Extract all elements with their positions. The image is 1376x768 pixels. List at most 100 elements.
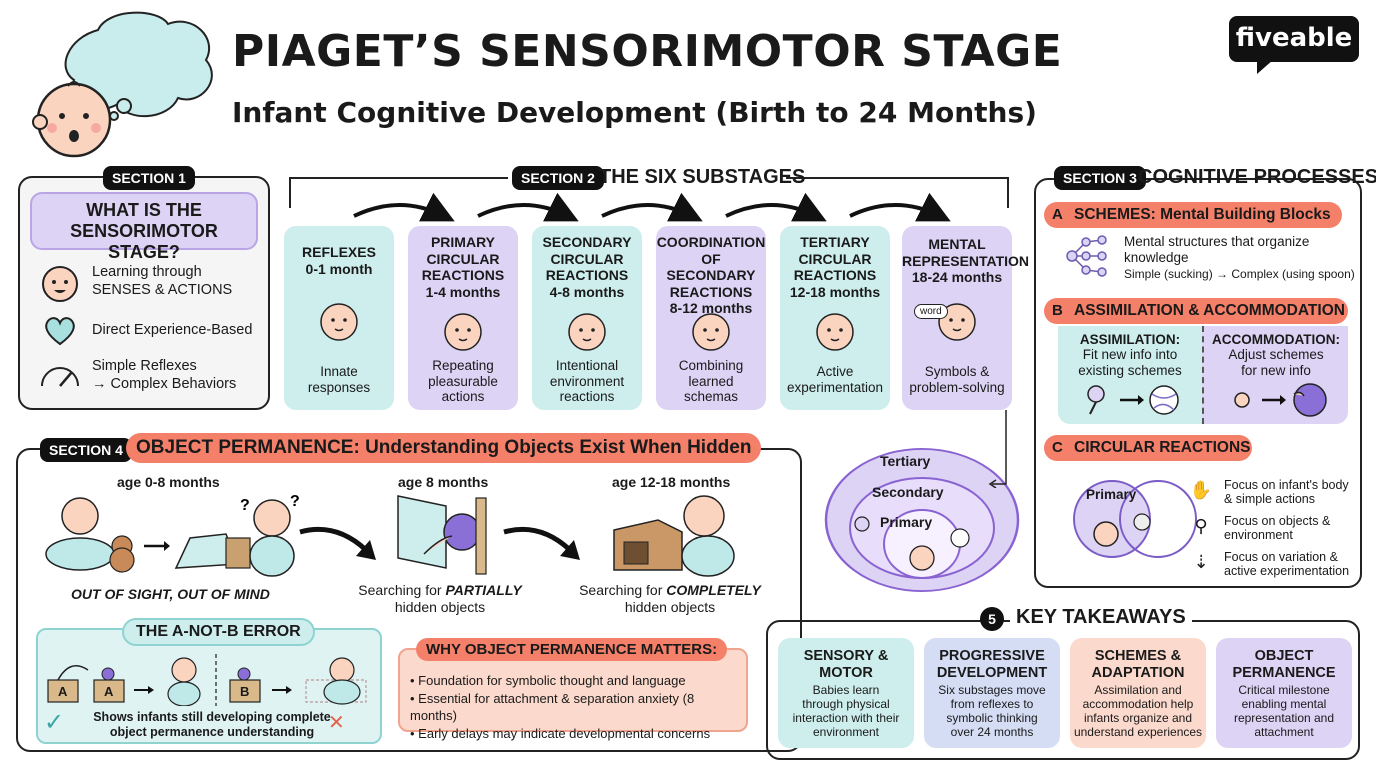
rattle-icon xyxy=(568,313,606,351)
substage-title: PRIMARY CIRCULAR REACTIONS 1-4 months xyxy=(421,234,505,300)
section1-item-line1: Learning through xyxy=(92,264,202,280)
baby-thought-icon xyxy=(32,11,213,158)
section1-title-line2: SENSORIMOTOR STAGE? xyxy=(70,221,218,262)
anotb-box-a1: A xyxy=(58,684,68,699)
completely-caption-b: COMPLETELY xyxy=(666,582,761,598)
completely-caption: Searching for COMPLETELY hidden objects xyxy=(570,582,770,616)
takeaway-title: PROGRESSIVE DEVELOPMENT xyxy=(936,648,1048,681)
stick-tool-icon xyxy=(692,313,730,351)
why-bullets: Foundation for symbolic thought and lang… xyxy=(410,672,744,742)
assim-letter: B xyxy=(1052,302,1063,319)
section1-item: Direct Experience-Based xyxy=(36,314,266,348)
section4-title: OBJECT PERMANENCE: Understanding Objects… xyxy=(126,433,762,463)
takeaway-desc: Critical milestone enabling mental repre… xyxy=(1233,683,1335,739)
section1-item-line2: SENSES & ACTIONS xyxy=(92,282,233,298)
hand-to-ball-icon xyxy=(1234,383,1327,417)
nested-inner-label: Primary xyxy=(880,514,933,530)
circular-letter: C xyxy=(1052,439,1063,456)
accommodation-desc: Adjust schemes for new info xyxy=(1228,347,1324,378)
assimilation-desc: Fit new info into existing schemes xyxy=(1078,347,1182,378)
fiveable-logo[interactable]: fiveable xyxy=(1229,16,1359,74)
svg-text:?: ? xyxy=(240,497,250,514)
substage-arrows xyxy=(353,192,951,222)
section1-title-line1: WHAT IS THE xyxy=(86,200,202,220)
section2-title: THE SIX SUBSTAGES xyxy=(599,166,806,188)
circular-item-text: Focus on variation & active experimentat… xyxy=(1224,550,1350,579)
substage-desc: Active experimentation xyxy=(786,364,884,395)
check-icon: ✓ xyxy=(44,709,65,736)
thinking-baby-icon xyxy=(938,303,976,341)
why-title: WHY OBJECT PERMANENCE MATTERS: xyxy=(416,638,728,661)
section3-panel xyxy=(1034,178,1362,588)
takeaway-title: SCHEMES & ADAPTATION xyxy=(1091,648,1185,681)
takeaway-desc: Assimilation and accommodation help infa… xyxy=(1073,683,1203,739)
nested-outer-label: Tertiary xyxy=(880,453,931,469)
section1-item-line1: Direct Experience-Based xyxy=(92,322,253,338)
sucking-baby-icon xyxy=(320,303,358,341)
assim-header: B ASSIMILATION & ACCOMMODATION xyxy=(1044,298,1348,324)
why-bullet: Essential for attachment & separation an… xyxy=(410,690,744,725)
rattle-to-ball-icon xyxy=(1087,385,1179,415)
takeaway-title: OBJECT PERMANENCE xyxy=(1232,648,1336,681)
anotb-box-b: B xyxy=(240,684,250,699)
section2-bracket xyxy=(289,177,1009,208)
scheme-header: A SCHEMES: Mental Building Blocks xyxy=(1044,202,1342,228)
substage-desc: Innate responses xyxy=(307,364,371,395)
section1-item: Learning through SENSES & ACTIONS xyxy=(36,262,266,306)
substage-desc: Repeating pleasurable actions xyxy=(428,358,498,405)
assimilation-box: ASSIMILATION: Fit new info into existing… xyxy=(1058,326,1202,424)
assimilation-title: ASSIMILATION: xyxy=(1079,332,1181,347)
partially-caption-b: PARTIALLY xyxy=(445,582,522,598)
why-bullet: Early delays may indicate developmental … xyxy=(410,725,744,743)
why-bullet: Foundation for symbolic thought and lang… xyxy=(410,672,744,690)
takeaway-title: SENSORY & MOTOR xyxy=(803,648,889,681)
network-icon xyxy=(1066,235,1107,277)
section1-item-line2: → Complex Behaviors xyxy=(92,376,237,392)
gauge-icon xyxy=(41,367,79,387)
header-illustration xyxy=(28,10,218,160)
section5-badge: 5 xyxy=(980,607,1004,631)
nested-middle-label: Secondary xyxy=(872,484,944,500)
baby-face-icon xyxy=(42,266,78,302)
substage-title: TERTIARY CIRCULAR REACTIONS 12-18 months xyxy=(789,234,881,300)
completely-caption-c: hidden objects xyxy=(624,598,716,615)
section1-badge: SECTION 1 xyxy=(103,166,195,190)
nested-reactions-diagram xyxy=(824,448,1020,592)
takeaway-desc: Six substages move from reflexes to symb… xyxy=(938,683,1046,739)
connector-arrow xyxy=(988,410,1007,488)
venn-primary-label: Primary xyxy=(1086,487,1137,502)
circular-item-text: Focus on objects & environment xyxy=(1224,514,1331,543)
circular-item-text: Focus on infant's body & simple actions xyxy=(1224,478,1349,507)
section5-title: KEY TAKEAWAYS xyxy=(1010,606,1192,629)
substage-desc: Intentional environment reactions xyxy=(549,358,625,405)
assim-accom-title: ASSIMILATION & ACCOMMODATION xyxy=(1074,302,1345,319)
accommodation-title: ACCOMMODATION: xyxy=(1212,332,1340,347)
anotb-box-a2: A xyxy=(104,684,114,699)
partially-caption: Searching for PARTIALLY hidden objects xyxy=(340,582,540,616)
heart-icon xyxy=(45,317,75,346)
scheme-title: SCHEMES: Mental Building Blocks xyxy=(1074,206,1331,223)
age-label-2: age 8 months xyxy=(398,474,489,490)
substage-title: COORDINATION OF SECONDARY REACTIONS 8-12… xyxy=(656,234,766,317)
substage-desc: Symbols & problem-solving xyxy=(909,364,1005,395)
age-label-1: age 0-8 months xyxy=(117,474,220,490)
scheme-letter: A xyxy=(1052,206,1063,223)
substage-title: SECONDARY CIRCULAR REACTIONS 4-8 months xyxy=(542,234,632,300)
scheme-example: Simple (sucking) → Complex (using spoon) xyxy=(1124,267,1355,281)
out-of-sight-illustration: ? ? xyxy=(45,494,300,577)
page-subtitle: Infant Cognitive Development (Birth to 2… xyxy=(232,96,1037,129)
accommodation-box: ACCOMMODATION: Adjust schemes for new in… xyxy=(1202,326,1348,424)
cross-icon: ✕ xyxy=(328,712,345,734)
out-of-sight-caption: OUT OF SIGHT, OUT OF MIND xyxy=(71,586,270,602)
completely-hidden-illustration xyxy=(613,495,735,577)
partially-caption-c: hidden objects xyxy=(394,598,486,615)
section3-title: COGNITIVE PROCESSES xyxy=(1138,166,1376,188)
dropping-blocks-icon xyxy=(816,313,854,351)
